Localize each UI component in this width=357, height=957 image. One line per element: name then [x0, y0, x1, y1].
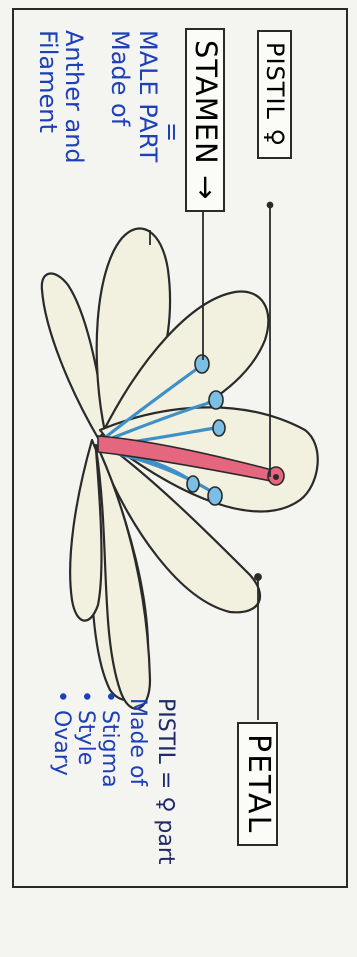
anther	[187, 476, 199, 492]
petal-leader-dot	[255, 574, 261, 580]
petal-lower-left	[70, 440, 101, 621]
pistil-leader-dot	[268, 203, 273, 208]
stamen-label: STAMEN →	[189, 40, 223, 200]
stamen-note-filament: Filament	[36, 30, 60, 133]
stigma-dot	[273, 474, 279, 480]
anther	[208, 487, 222, 505]
stamen-note-equals: =	[160, 122, 184, 142]
anther	[209, 391, 223, 409]
petal-label: PETAL	[241, 734, 276, 834]
stamen-label-box: STAMEN →	[185, 28, 225, 212]
pistil-label: PISTIL ♀	[261, 42, 289, 147]
stamen-note-made-of: Made of	[108, 30, 132, 126]
petal-label-box: PETAL	[237, 722, 278, 846]
pistil-note-made-of: Made of	[126, 698, 148, 786]
anther	[213, 420, 225, 436]
pistil-note-ovary: • Ovary	[50, 690, 72, 776]
pistil-note-stigma: • Stigma	[98, 690, 120, 788]
pistil-label-box: PISTIL ♀	[257, 30, 292, 159]
anther	[195, 355, 209, 373]
stamen-note-male-part: MALE PART	[136, 30, 160, 162]
pistil-note-style: • Style	[74, 690, 96, 765]
pistil-note-heading: PISTIL = ♀ part	[154, 698, 176, 865]
stamen-note-anther-and: Anther and	[62, 30, 86, 164]
